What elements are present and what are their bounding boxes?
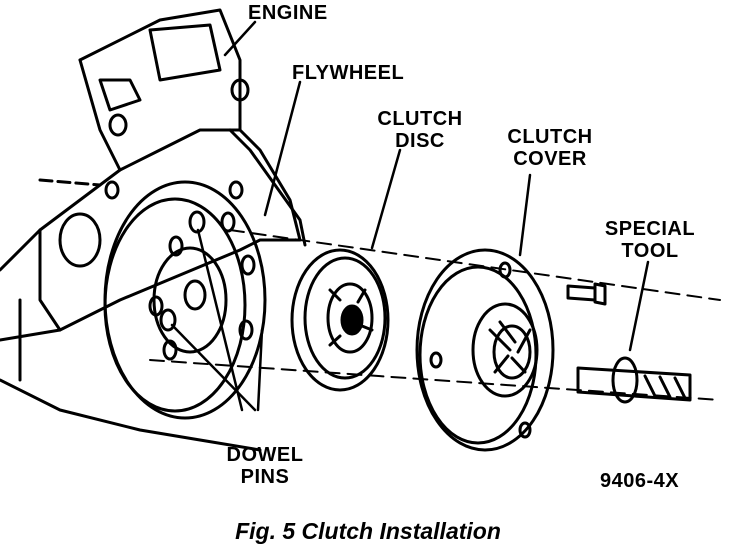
flywheel (103, 180, 267, 420)
dowel-pins-label: DOWEL PINS (215, 444, 315, 488)
figure-caption: Fig. 5 Clutch Installation (235, 518, 501, 544)
leader-lines (170, 20, 650, 412)
flywheel-label: FLYWHEEL (292, 62, 405, 84)
special-tool-label-line2: TOOL (621, 240, 679, 262)
clutch-cover-label-line2: COVER (513, 148, 587, 170)
engine-label: ENGINE (248, 2, 328, 24)
clutch-disc-label-line2: DISC (395, 130, 445, 152)
engine-block (0, 8, 307, 452)
clutch-disc (290, 248, 390, 392)
clutch-disc-label-line1: CLUTCH (377, 108, 463, 130)
dowel-pins-label-line2: PINS (240, 466, 290, 488)
clutch-cover-label-line1: CLUTCH (507, 126, 593, 148)
figure-code: 9406-4X (600, 470, 680, 492)
dowel-pins-label-line1: DOWEL (226, 444, 304, 466)
clutch-disc-label: CLUTCH DISC (375, 108, 465, 152)
clutch-cover (415, 248, 555, 452)
special-tool-label-line1: SPECIAL (604, 218, 696, 240)
special-tool-label: SPECIAL TOOL (600, 218, 700, 262)
cover-bolt (566, 282, 607, 306)
clutch-cover-label: CLUTCH COVER (500, 126, 600, 170)
special-tool (576, 356, 692, 404)
